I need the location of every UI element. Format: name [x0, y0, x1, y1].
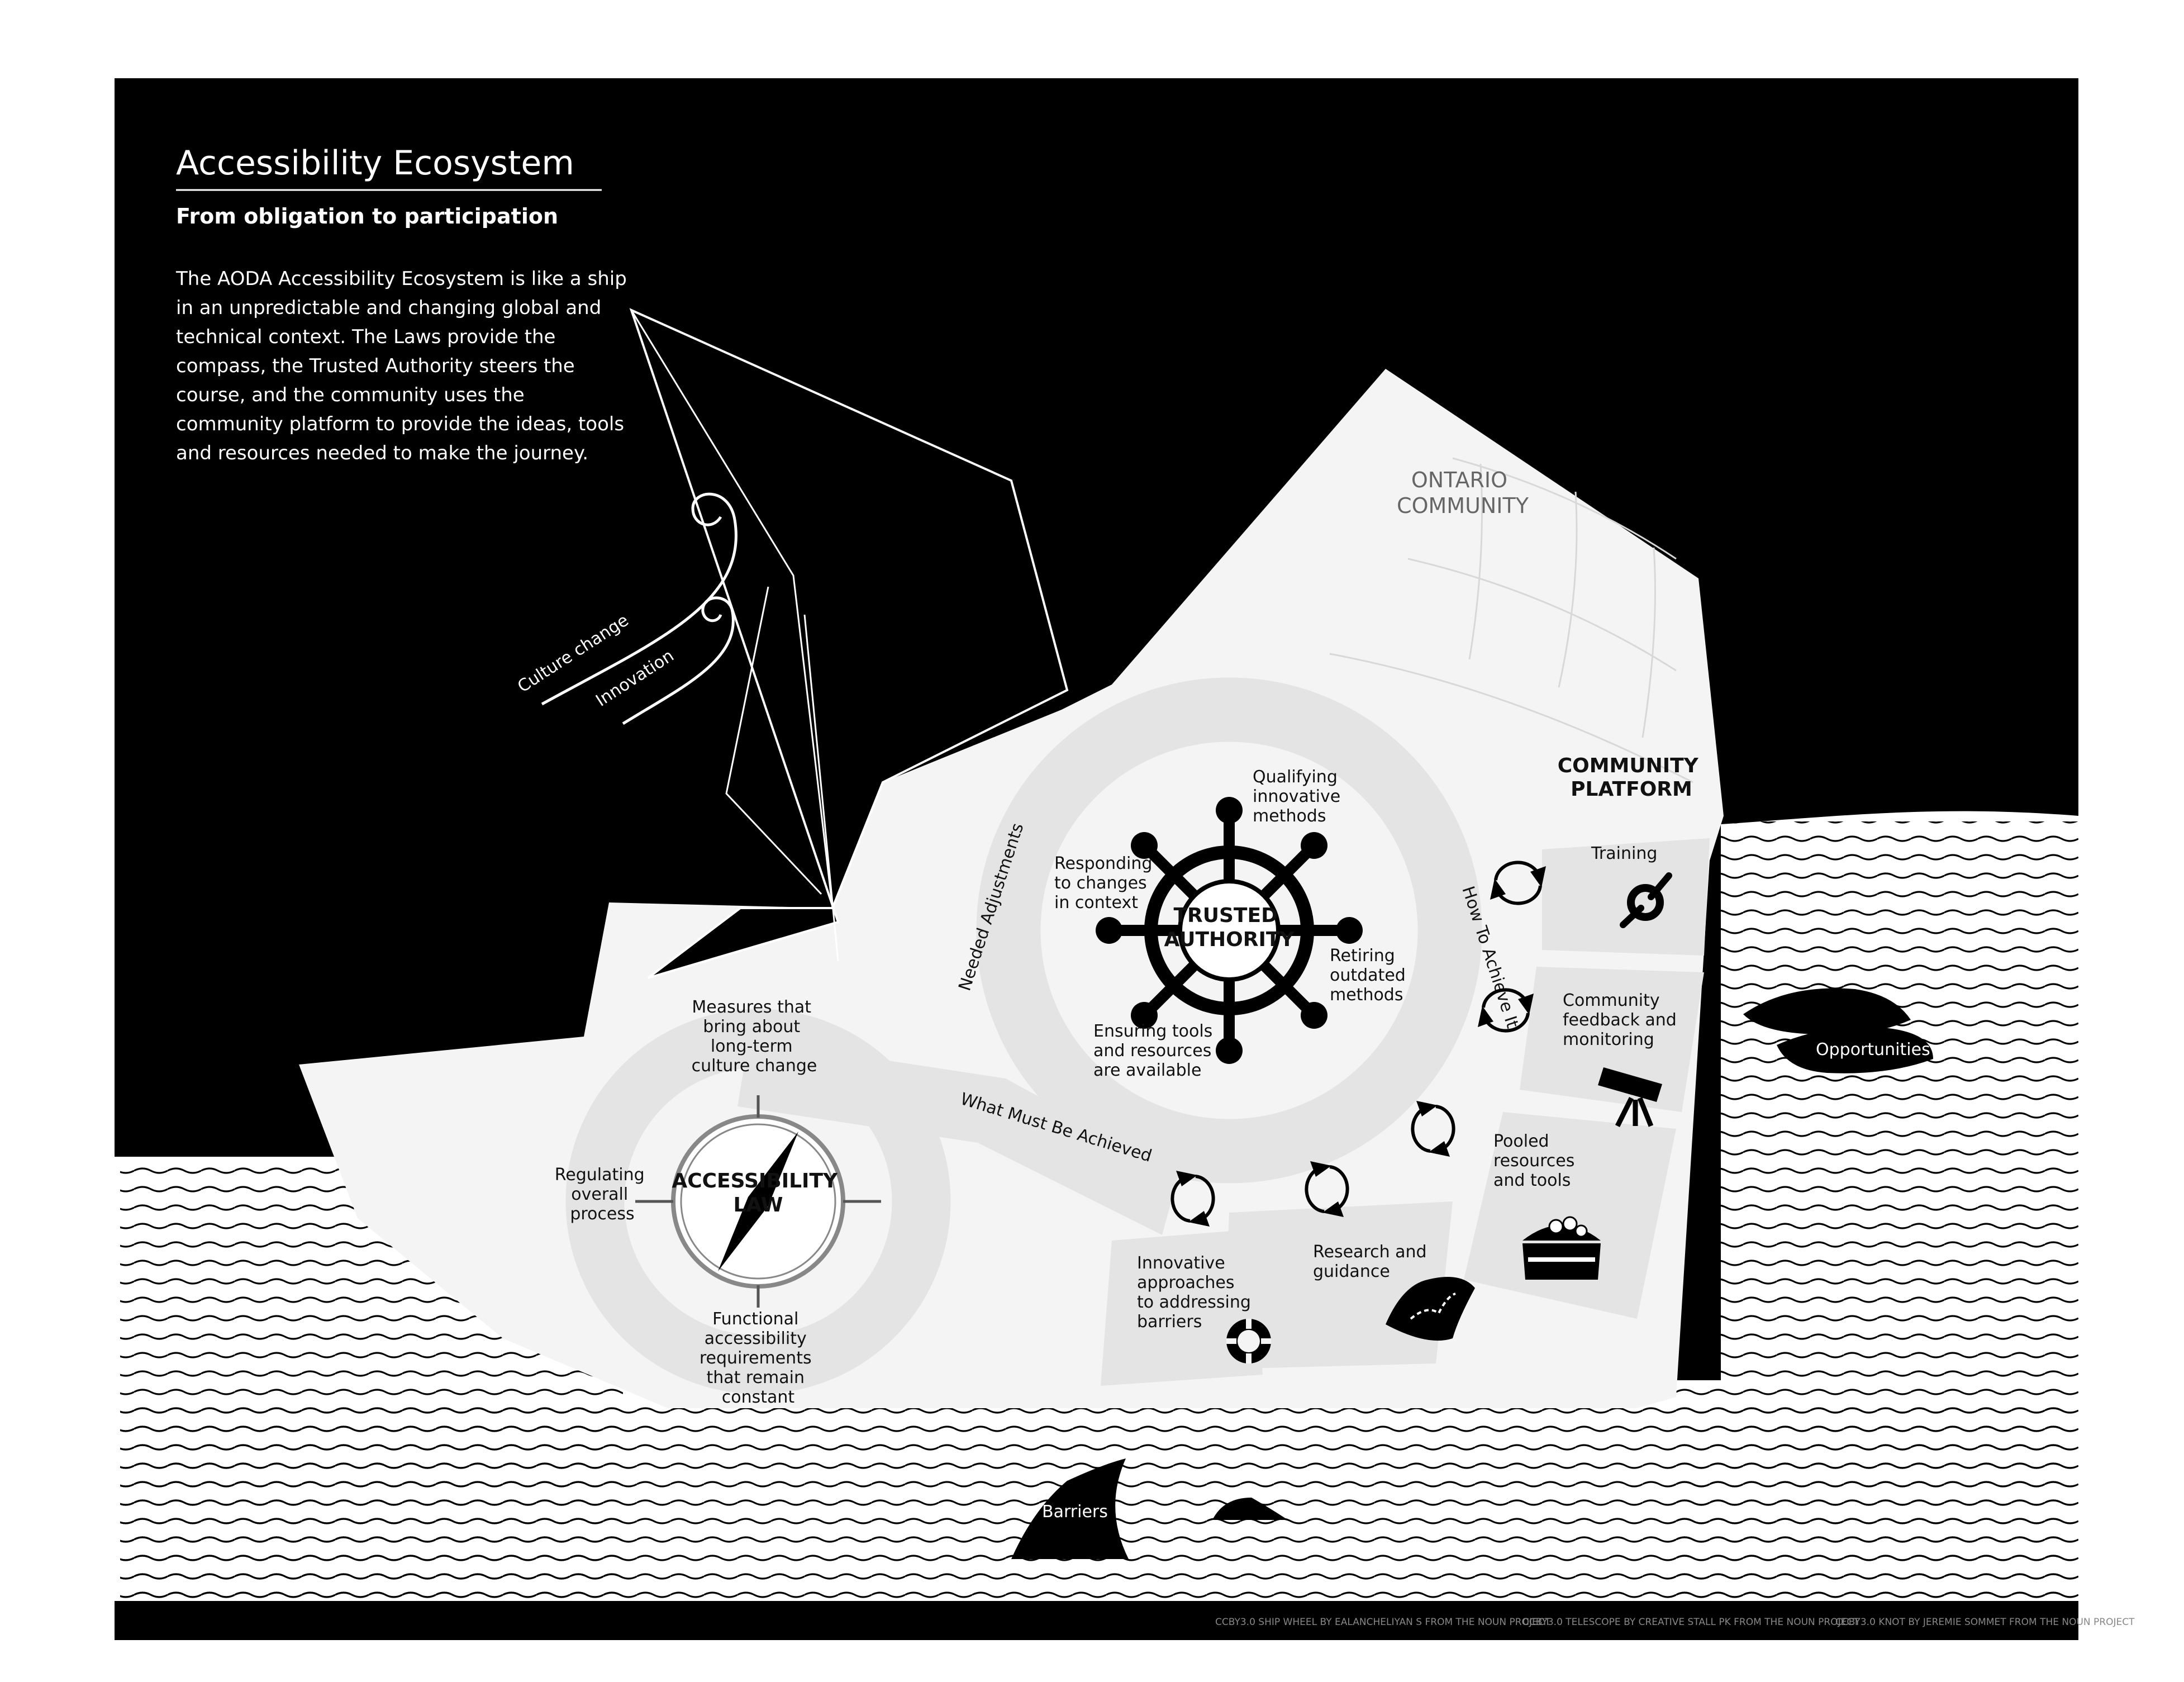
telescope-icon	[1598, 1067, 1662, 1128]
cycle-arrows-icon	[1478, 988, 1534, 1033]
measures-label: Measures that bring about long-term cult…	[692, 997, 817, 1076]
community-platform-label: COMMUNITY PLATFORM	[1558, 754, 1706, 801]
page-title: Accessibility Ecosystem	[176, 144, 574, 183]
ship-sail	[629, 308, 1069, 979]
regulating-label: Regulating overall process	[555, 1165, 650, 1224]
wind-swirls	[541, 492, 737, 725]
opportunities-label: Opportunities	[1816, 1040, 1930, 1059]
research-guidance-label: Research and guidance	[1313, 1242, 1432, 1281]
credits: CCBY3.0 SHIP WHEEL BY EALANCHELIYAN S FR…	[1215, 1617, 2135, 1628]
innovative-approaches-label: Innovative approaches to addressing barr…	[1137, 1253, 1256, 1332]
ship-wheel-icon	[1096, 797, 1363, 1064]
life-ring-icon	[1226, 1319, 1271, 1363]
qualifying-methods-label: Qualifying innovative methods	[1253, 767, 1346, 826]
feedback-label: Community feedback and monitoring	[1563, 991, 1682, 1049]
training-label: Training	[1591, 844, 1657, 863]
figure-eight-loop	[565, 677, 1482, 1394]
responding-label: Responding to changes in context	[1054, 854, 1158, 913]
trusted-authority-label: TRUSTED AUTHORITY	[1164, 904, 1295, 951]
cycle-arrows-icon	[1490, 861, 1546, 905]
knot-icon	[1620, 872, 1672, 928]
ensuring-tools-label: Ensuring tools and resources are availab…	[1093, 1021, 1218, 1080]
community-grid	[1329, 457, 1693, 783]
footer-bar	[115, 1601, 2078, 1640]
svg-text:CCBY3.0 KNOT BY JEREMIE SOMMET: CCBY3.0 KNOT BY JEREMIE SOMMET FROM THE …	[1835, 1617, 2135, 1628]
pooled-resources-label: Pooled resources and tools	[1493, 1132, 1580, 1190]
cycle-arrows-icon	[1170, 1171, 1215, 1227]
functional-label: Functional accessibility requirements th…	[700, 1309, 817, 1407]
treasure-chest-icon	[1522, 1216, 1601, 1280]
whale-icon	[1743, 988, 1933, 1073]
svg-text:CCBY3.0 SHIP WHEEL BY EALANCH: CCBY3.0 SHIP WHEEL BY EALANCHELIYAN S FR…	[1215, 1617, 1551, 1628]
cycle-arrows-icon	[1305, 1161, 1349, 1217]
treasure-map-icon	[1386, 1277, 1475, 1341]
barriers-label: Barriers	[1042, 1502, 1108, 1522]
accessibility-law-label: ACCESSIBILITY LAW	[672, 1170, 844, 1217]
shark-fin-icon	[1011, 1458, 1288, 1559]
svg-text:CCBY3.0 TELESCOPE BY CREATIVE: CCBY3.0 TELESCOPE BY CREATIVE STALL PK F…	[1522, 1617, 1859, 1628]
platform-panels	[1101, 838, 1710, 1386]
intro-paragraph: The AODA Accessibility Ecosystem is like…	[175, 268, 633, 464]
page-subtitle: From obligation to participation	[176, 204, 558, 229]
compass-icon	[635, 1095, 881, 1308]
retiring-label: Retiring outdated methods	[1330, 946, 1411, 1005]
cycle-arrows-icon	[1411, 1101, 1455, 1157]
ontario-community-label: ONTARIO COMMUNITY	[1397, 468, 1529, 518]
